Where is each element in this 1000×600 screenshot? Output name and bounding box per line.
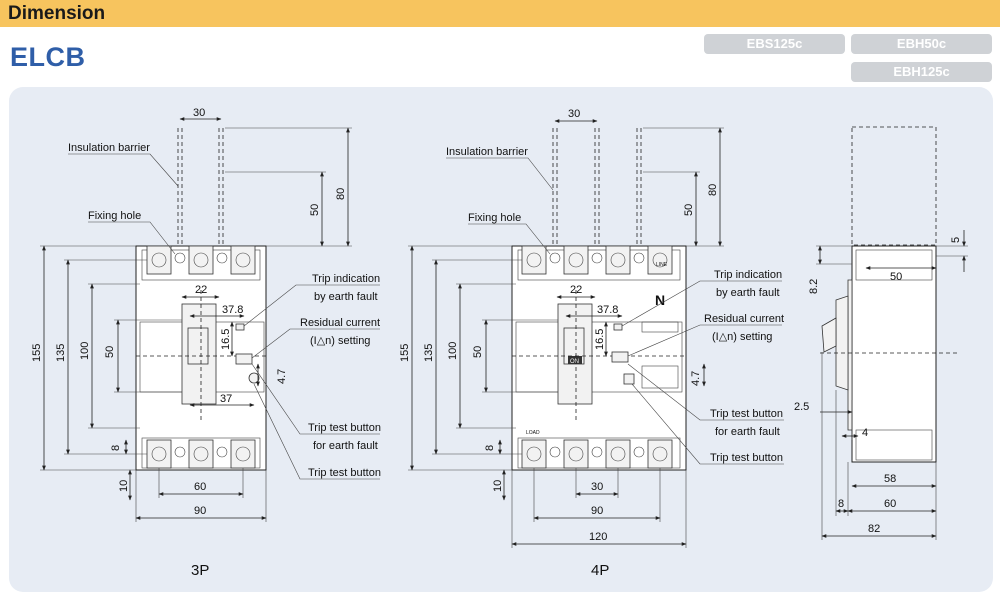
label-3p-trip-test-earth-2: for earth fault (313, 440, 378, 452)
model-tag-ebh50c[interactable]: EBH50c (851, 34, 992, 54)
dim-3p-80: 80 (335, 188, 347, 200)
label-3p-trip-indication-2: by earth fault (314, 291, 378, 303)
dim-3p-50-top: 50 (309, 204, 321, 216)
label-4p-trip-test-earth-2: for earth fault (715, 426, 780, 438)
dim-4p-pitch-top: 30 (568, 108, 580, 120)
terminals-top-4p (521, 245, 673, 275)
dim-side-82: 82 (868, 523, 880, 535)
caption-4p: 4P (591, 562, 609, 579)
trip-test-button-4p[interactable] (623, 373, 635, 385)
label-4p-insulation-barrier: Insulation barrier (446, 146, 528, 158)
terminals-bottom-3p (146, 439, 256, 469)
dim-3p-22: 22 (195, 284, 207, 296)
dim-3p-100: 100 (79, 342, 91, 360)
header-bar: Dimension (0, 0, 1000, 27)
page-title: ELCB (10, 42, 86, 72)
dim-4p-155: 155 (399, 344, 411, 362)
dim-4p-37-8: 37.8 (597, 304, 618, 316)
side-barrier-outline (851, 126, 937, 246)
dim-3p-90: 90 (194, 505, 206, 517)
label-3p-residual-current-2: (I△n) setting (310, 335, 370, 347)
residual-current-setting-3p[interactable] (235, 353, 253, 365)
caption-3p: 3P (191, 562, 209, 579)
dim-3p-60: 60 (194, 481, 206, 493)
view-3p: 30 80 50 155 135 100 50 22 37.8 16.5 4.7 (31, 107, 381, 579)
dim-3p-37-8: 37.8 (222, 304, 243, 316)
dim-3p-135: 135 (55, 344, 67, 362)
dim-4p-50: 50 (472, 346, 484, 358)
dim-side-2-5: 2.5 (794, 401, 809, 413)
section-title: Dimension (8, 3, 106, 24)
view-4p: ON N LINE LOAD 30 80 50 155 135 (399, 108, 784, 579)
on-badge-4p (568, 356, 582, 364)
dim-4p-4-7: 4.7 (690, 371, 702, 386)
dim-4p-120: 120 (589, 531, 607, 543)
dim-3p-4-7: 4.7 (276, 369, 288, 384)
handle-3p[interactable] (187, 327, 209, 365)
dim-side-5: 5 (950, 237, 962, 243)
dim-4p-50-top: 50 (683, 204, 695, 216)
dim-3p-50: 50 (104, 346, 116, 358)
dim-4p-135: 135 (423, 344, 435, 362)
dim-4p-80: 80 (707, 184, 719, 196)
label-3p-residual-current-1: Residual current (300, 317, 380, 329)
load-mark-4p: LOAD (526, 430, 540, 436)
label-3p-trip-indication-1: Trip indication (312, 273, 380, 285)
terminals-top-3p (146, 245, 256, 275)
dim-4p-100: 100 (447, 342, 459, 360)
dim-side-50: 50 (890, 271, 902, 283)
view-side: 8.2 5 50 2.5 4 58 8 60 82 (794, 126, 968, 540)
residual-current-setting-4p[interactable] (611, 351, 629, 363)
dim-3p-16-5: 16.5 (220, 329, 232, 350)
terminals-bottom-4p (521, 439, 673, 469)
label-4p-residual-current-2: (I△n) setting (712, 331, 772, 343)
dim-side-4: 4 (862, 427, 868, 439)
dim-4p-8: 8 (484, 445, 496, 451)
line-mark-4p: LINE (656, 262, 668, 268)
label-4p-residual-current-1: Residual current (704, 313, 784, 325)
label-4p-trip-indication-2: by earth fault (716, 287, 780, 299)
dim-4p-16-5: 16.5 (594, 329, 606, 350)
dim-4p-22: 22 (570, 284, 582, 296)
model-tag-ebh125c[interactable]: EBH125c (851, 62, 992, 82)
label-3p-insulation-barrier: Insulation barrier (68, 142, 150, 154)
dim-side-58: 58 (884, 473, 896, 485)
label-4p-fixing-hole: Fixing hole (468, 212, 521, 224)
dim-3p-pitch-top: 30 (193, 107, 205, 119)
neutral-mark-4p: N (655, 292, 665, 308)
trip-indicator-4p (613, 323, 623, 331)
model-tag-ebs125c[interactable]: EBS125c (704, 34, 845, 54)
trip-test-button-3p[interactable] (248, 372, 260, 384)
side-handle[interactable] (821, 317, 837, 353)
label-4p-trip-test-earth-1: Trip test button (710, 408, 783, 420)
on-mark-4p: ON (570, 359, 579, 365)
trip-indicator-3p (235, 323, 245, 331)
dim-side-8: 8 (838, 498, 844, 510)
dim-3p-10: 10 (118, 480, 130, 492)
label-3p-trip-test-earth-1: Trip test button (308, 422, 381, 434)
dim-4p-90: 90 (591, 505, 603, 517)
label-4p-trip-indication-1: Trip indication (714, 269, 782, 281)
dim-3p-37: 37 (220, 393, 232, 405)
dim-4p-30: 30 (591, 481, 603, 493)
label-3p-trip-test: Trip test button (308, 467, 381, 479)
dim-side-60: 60 (884, 498, 896, 510)
label-3p-fixing-hole: Fixing hole (88, 210, 141, 222)
dim-3p-155: 155 (31, 344, 43, 362)
label-4p-trip-test: Trip test button (710, 452, 783, 464)
dim-3p-8: 8 (110, 445, 122, 451)
dim-4p-10: 10 (492, 480, 504, 492)
breaker-body-4p (511, 245, 687, 471)
dim-side-8-2: 8.2 (808, 279, 820, 294)
